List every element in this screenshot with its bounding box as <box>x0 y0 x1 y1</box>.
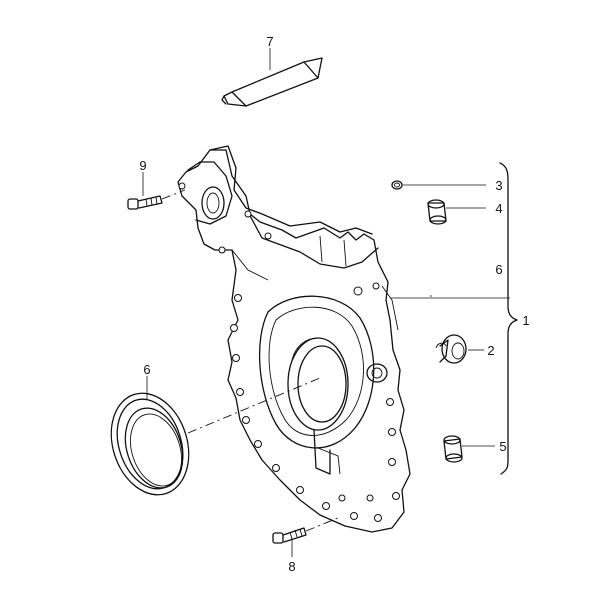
group-bracket <box>499 162 518 475</box>
callout-3: 3 <box>495 178 502 193</box>
o-ring-part-3 <box>391 180 486 190</box>
callout-6-left: 6 <box>143 362 150 377</box>
sealant-tube-part-7 <box>221 48 323 107</box>
bolt-part-9 <box>127 172 186 210</box>
callout-1: 1 <box>522 313 529 328</box>
timing-cover-housing <box>177 145 411 533</box>
callout-6-right: 6 <box>495 262 502 277</box>
callout-7: 7 <box>266 34 273 49</box>
callout-8: 8 <box>288 559 295 574</box>
callout-5: 5 <box>499 439 506 454</box>
bolt-part-8 <box>272 517 339 557</box>
callout-9: 9 <box>139 158 146 173</box>
callout-2: 2 <box>487 343 494 358</box>
callout-4: 4 <box>495 201 502 216</box>
plug-part-2 <box>435 334 484 364</box>
sleeve-part-4 <box>427 199 486 225</box>
oil-seal-part-6 <box>110 376 321 496</box>
dowel-part-5 <box>443 435 495 463</box>
